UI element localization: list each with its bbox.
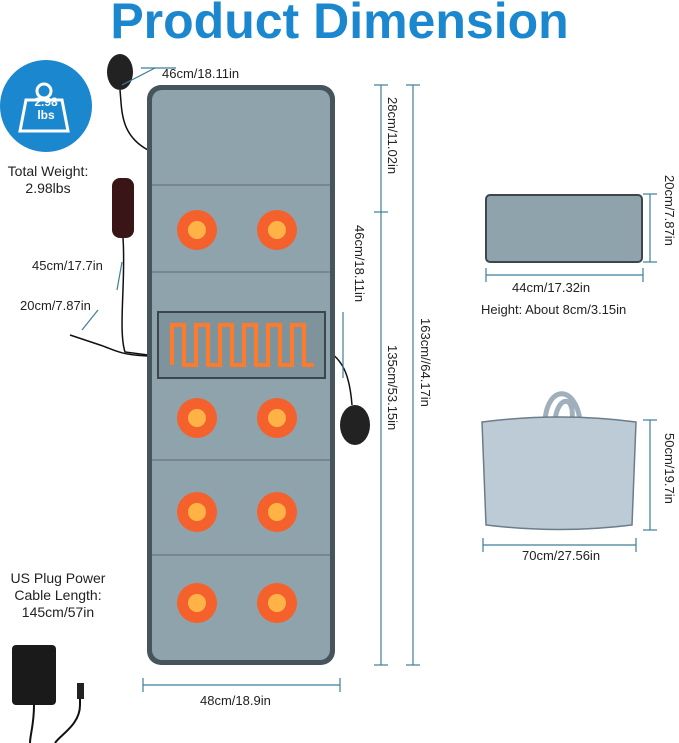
power-cable-length: 145cm/57in — [21, 604, 95, 620]
head-section-length: 28cm/11.02in — [385, 97, 400, 175]
controller-cable-length: 45cm/17.7in — [32, 258, 103, 273]
storage-bag — [481, 416, 637, 531]
mat-width: 48cm/18.9in — [200, 693, 271, 708]
weight-icon — [18, 82, 70, 133]
bag-height: 50cm/19.7in — [662, 433, 677, 504]
body-section-length: 135cm/53.15in — [385, 345, 400, 431]
air-pump-icon — [107, 54, 133, 90]
short-cable-length: 20cm/7.87in — [20, 298, 91, 313]
total-length: 163cm//64.17in — [418, 318, 433, 407]
power-adapter-icon — [12, 645, 56, 705]
power-line1: US Plug Power — [10, 570, 106, 586]
weight-badge-text: 2.98 lbs — [20, 96, 72, 122]
remote-controller-icon — [112, 178, 134, 238]
power-line2: Cable Length: — [14, 587, 102, 603]
pillow — [485, 194, 643, 263]
weight-badge-value: 2.98 — [34, 95, 58, 109]
air-pump-icon-2 — [340, 405, 370, 445]
heat-spots — [177, 210, 297, 623]
pillow-side: 20cm/7.87in — [662, 175, 677, 246]
weight-value: 2.98lbs — [25, 180, 71, 196]
heating-pad-width: 46cm/18.11in — [352, 225, 367, 303]
mat-top-width: 46cm/18.11in — [162, 66, 240, 81]
weight-label: Total Weight: — [7, 163, 89, 179]
pillow-height-note: Height: About 8cm/3.15in — [481, 302, 627, 317]
page-title: Product Dimension — [110, 0, 569, 49]
pillow-width: 44cm/17.32in — [512, 280, 591, 295]
heating-coil-icon — [170, 323, 314, 367]
weight-badge-unit: lbs — [37, 108, 55, 122]
bag-width: 70cm/27.56in — [522, 548, 601, 563]
